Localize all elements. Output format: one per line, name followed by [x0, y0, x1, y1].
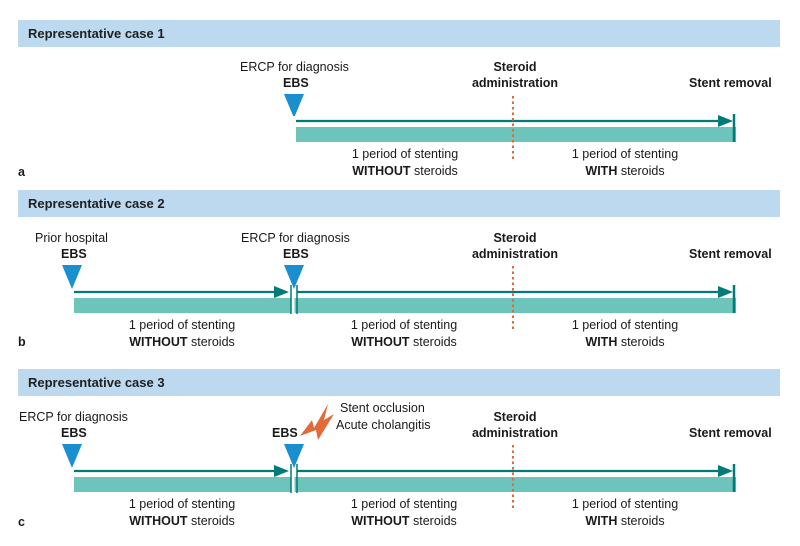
case-3-period-2-line1: 1 period of stenting — [350, 497, 458, 511]
case-1-steroid-label-1: Steroid — [493, 60, 537, 74]
case-3-period-3-line1: 1 period of stenting — [571, 497, 679, 511]
case-2-period-1-line2: WITHOUT steroids — [129, 335, 235, 349]
case-2-arrow-1-head — [274, 286, 289, 298]
case-3-stent-occlusion-label: Stent occlusion — [340, 401, 425, 415]
case-2-period-2-line2: WITHOUT steroids — [351, 335, 457, 349]
case-3-steroid-label-1: Steroid — [493, 410, 537, 424]
case-1-header: Representative case 1 — [18, 20, 780, 47]
case-2-stent-removal-label: Stent removal — [689, 247, 772, 261]
case-2-ebs-label-2: EBS — [283, 247, 309, 261]
case-1-timeline — [284, 94, 736, 160]
case-1-period-2-line2: WITH steroids — [585, 164, 665, 178]
case-1-ebs-label: EBS — [283, 76, 309, 90]
case-1-period-1-line1: 1 period of stenting — [351, 147, 459, 161]
case-1-ercp-caption: ERCP for diagnosis — [240, 60, 349, 74]
case-2-steroid-label-1: Steroid — [493, 231, 537, 245]
panel-letter-c: c — [18, 515, 25, 529]
case-1-period-1-line2: WITHOUT steroids — [352, 164, 458, 178]
lightning-bolt-icon — [300, 404, 334, 440]
case-3-ebs-marker-icon-2 — [284, 444, 304, 468]
case-2-ebs-marker-icon-1 — [62, 265, 82, 289]
case-2-period-3-line2: WITH steroids — [585, 335, 665, 349]
case-2-ebs-label-1: EBS — [61, 247, 87, 261]
case-1-period-2-line1: 1 period of stenting — [571, 147, 679, 161]
panel-letter-b: b — [18, 335, 26, 349]
case-3-ebs-label-2: EBS — [272, 426, 298, 440]
case-2-prior-hospital-caption: Prior hospital — [35, 231, 108, 245]
case-1-ebs-marker-icon — [284, 94, 304, 118]
case-3-header: Representative case 3 — [18, 369, 780, 396]
case-2-ebs-marker-icon-2 — [284, 265, 304, 289]
case-3-period-3-line2: WITH steroids — [585, 514, 665, 528]
case-3-period-1-line2: WITHOUT steroids — [129, 514, 235, 528]
case-2-title: Representative case 2 — [28, 196, 165, 211]
case-3-arrow-1-head — [274, 465, 289, 477]
case-2-period-2-line1: 1 period of stenting — [350, 318, 458, 332]
case-2-stenting-bar — [74, 298, 736, 313]
case-1-steroid-label-2: administration — [471, 76, 559, 90]
panel-letter-a: a — [18, 165, 25, 179]
case-1-stenting-bar — [296, 127, 736, 142]
case-2-period-1-line1: 1 period of stenting — [128, 318, 236, 332]
case-3-arrow-2-head — [718, 465, 733, 477]
case-3-stent-removal-label: Stent removal — [689, 426, 772, 440]
case-1-arrow-head — [718, 115, 733, 127]
case-3-stenting-bar — [74, 477, 736, 492]
case-3-ebs-label-1: EBS — [61, 426, 87, 440]
case-3-title: Representative case 3 — [28, 375, 165, 390]
case-2-ercp-caption: ERCP for diagnosis — [241, 231, 350, 245]
case-2-header: Representative case 2 — [18, 190, 780, 217]
case-3-ebs-marker-icon-1 — [62, 444, 82, 468]
case-2-steroid-label-2: administration — [471, 247, 559, 261]
case-2-period-3-line1: 1 period of stenting — [571, 318, 679, 332]
case-3-steroid-label-2: administration — [471, 426, 559, 440]
case-3-ercp-caption: ERCP for diagnosis — [19, 410, 128, 424]
case-2-timeline — [62, 265, 736, 330]
case-3-period-1-line1: 1 period of stenting — [128, 497, 236, 511]
case-1-title: Representative case 1 — [28, 26, 165, 41]
case-1-stent-removal-label: Stent removal — [689, 76, 772, 90]
case-3-period-2-line2: WITHOUT steroids — [351, 514, 457, 528]
case-3-acute-cholangitis-label: Acute cholangitis — [336, 418, 431, 432]
case-2-arrow-2-head — [718, 286, 733, 298]
case-3-timeline — [62, 404, 736, 510]
